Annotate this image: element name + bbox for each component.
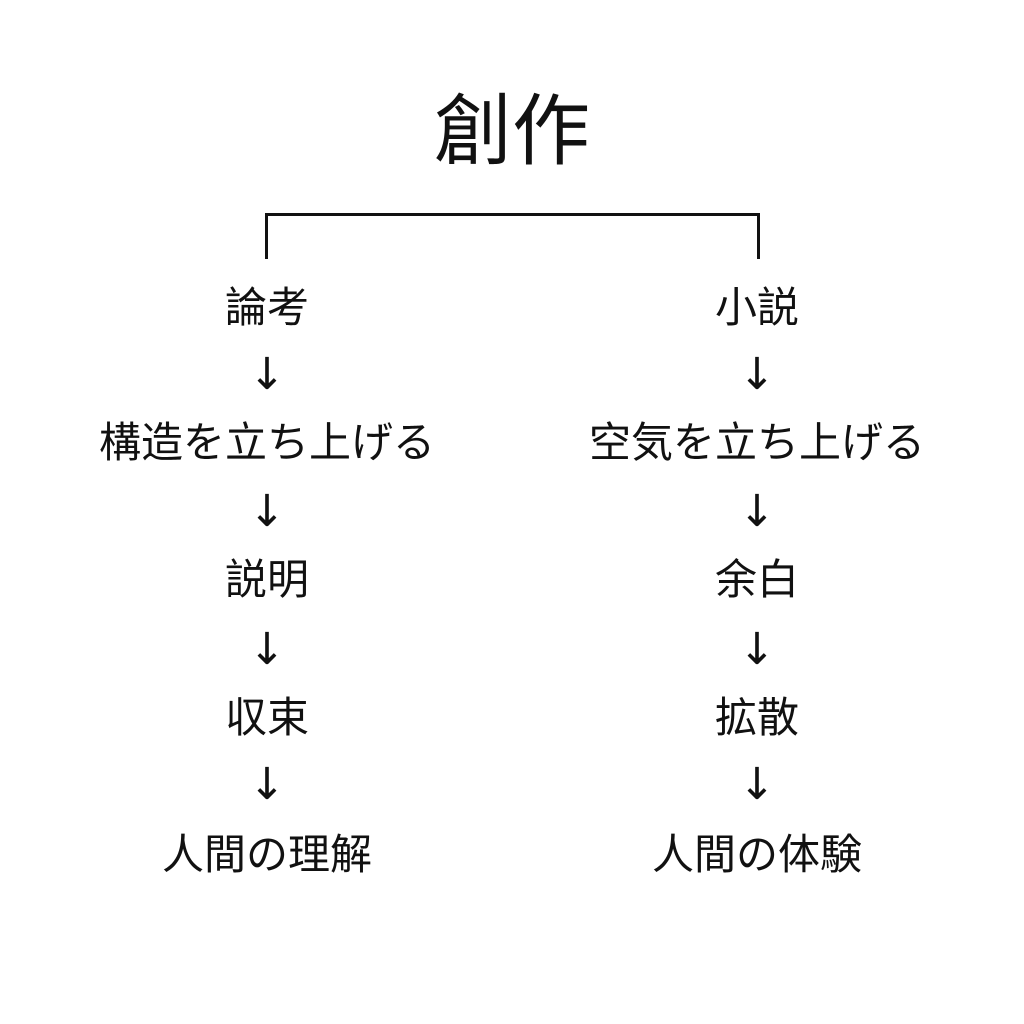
down-arrow-icon: ↓	[738, 486, 776, 537]
left-node-5: 人間の理解	[161, 830, 372, 879]
right-node-2: 空気を立ち上げる	[588, 418, 925, 467]
bracket-left-line	[265, 213, 268, 259]
left-node-3: 説明	[224, 555, 309, 604]
down-arrow-icon: ↓	[738, 349, 776, 400]
left-node-4: 収束	[224, 693, 309, 742]
right-node-3: 余白	[714, 555, 799, 604]
down-arrow-icon: ↓	[738, 759, 776, 810]
right-node-1: 小説	[714, 283, 799, 332]
left-node-2: 構造を立ち上げる	[98, 418, 435, 467]
right-node-4: 拡散	[714, 693, 799, 742]
down-arrow-icon: ↓	[248, 624, 286, 675]
left-node-1: 論考	[224, 283, 309, 332]
bracket-right-line	[757, 213, 760, 259]
down-arrow-icon: ↓	[248, 759, 286, 810]
diagram-title: 創作	[433, 87, 590, 177]
down-arrow-icon: ↓	[738, 624, 776, 675]
down-arrow-icon: ↓	[248, 486, 286, 537]
bracket-horizontal-line	[265, 213, 760, 216]
down-arrow-icon: ↓	[248, 349, 286, 400]
right-node-5: 人間の体験	[651, 830, 862, 879]
